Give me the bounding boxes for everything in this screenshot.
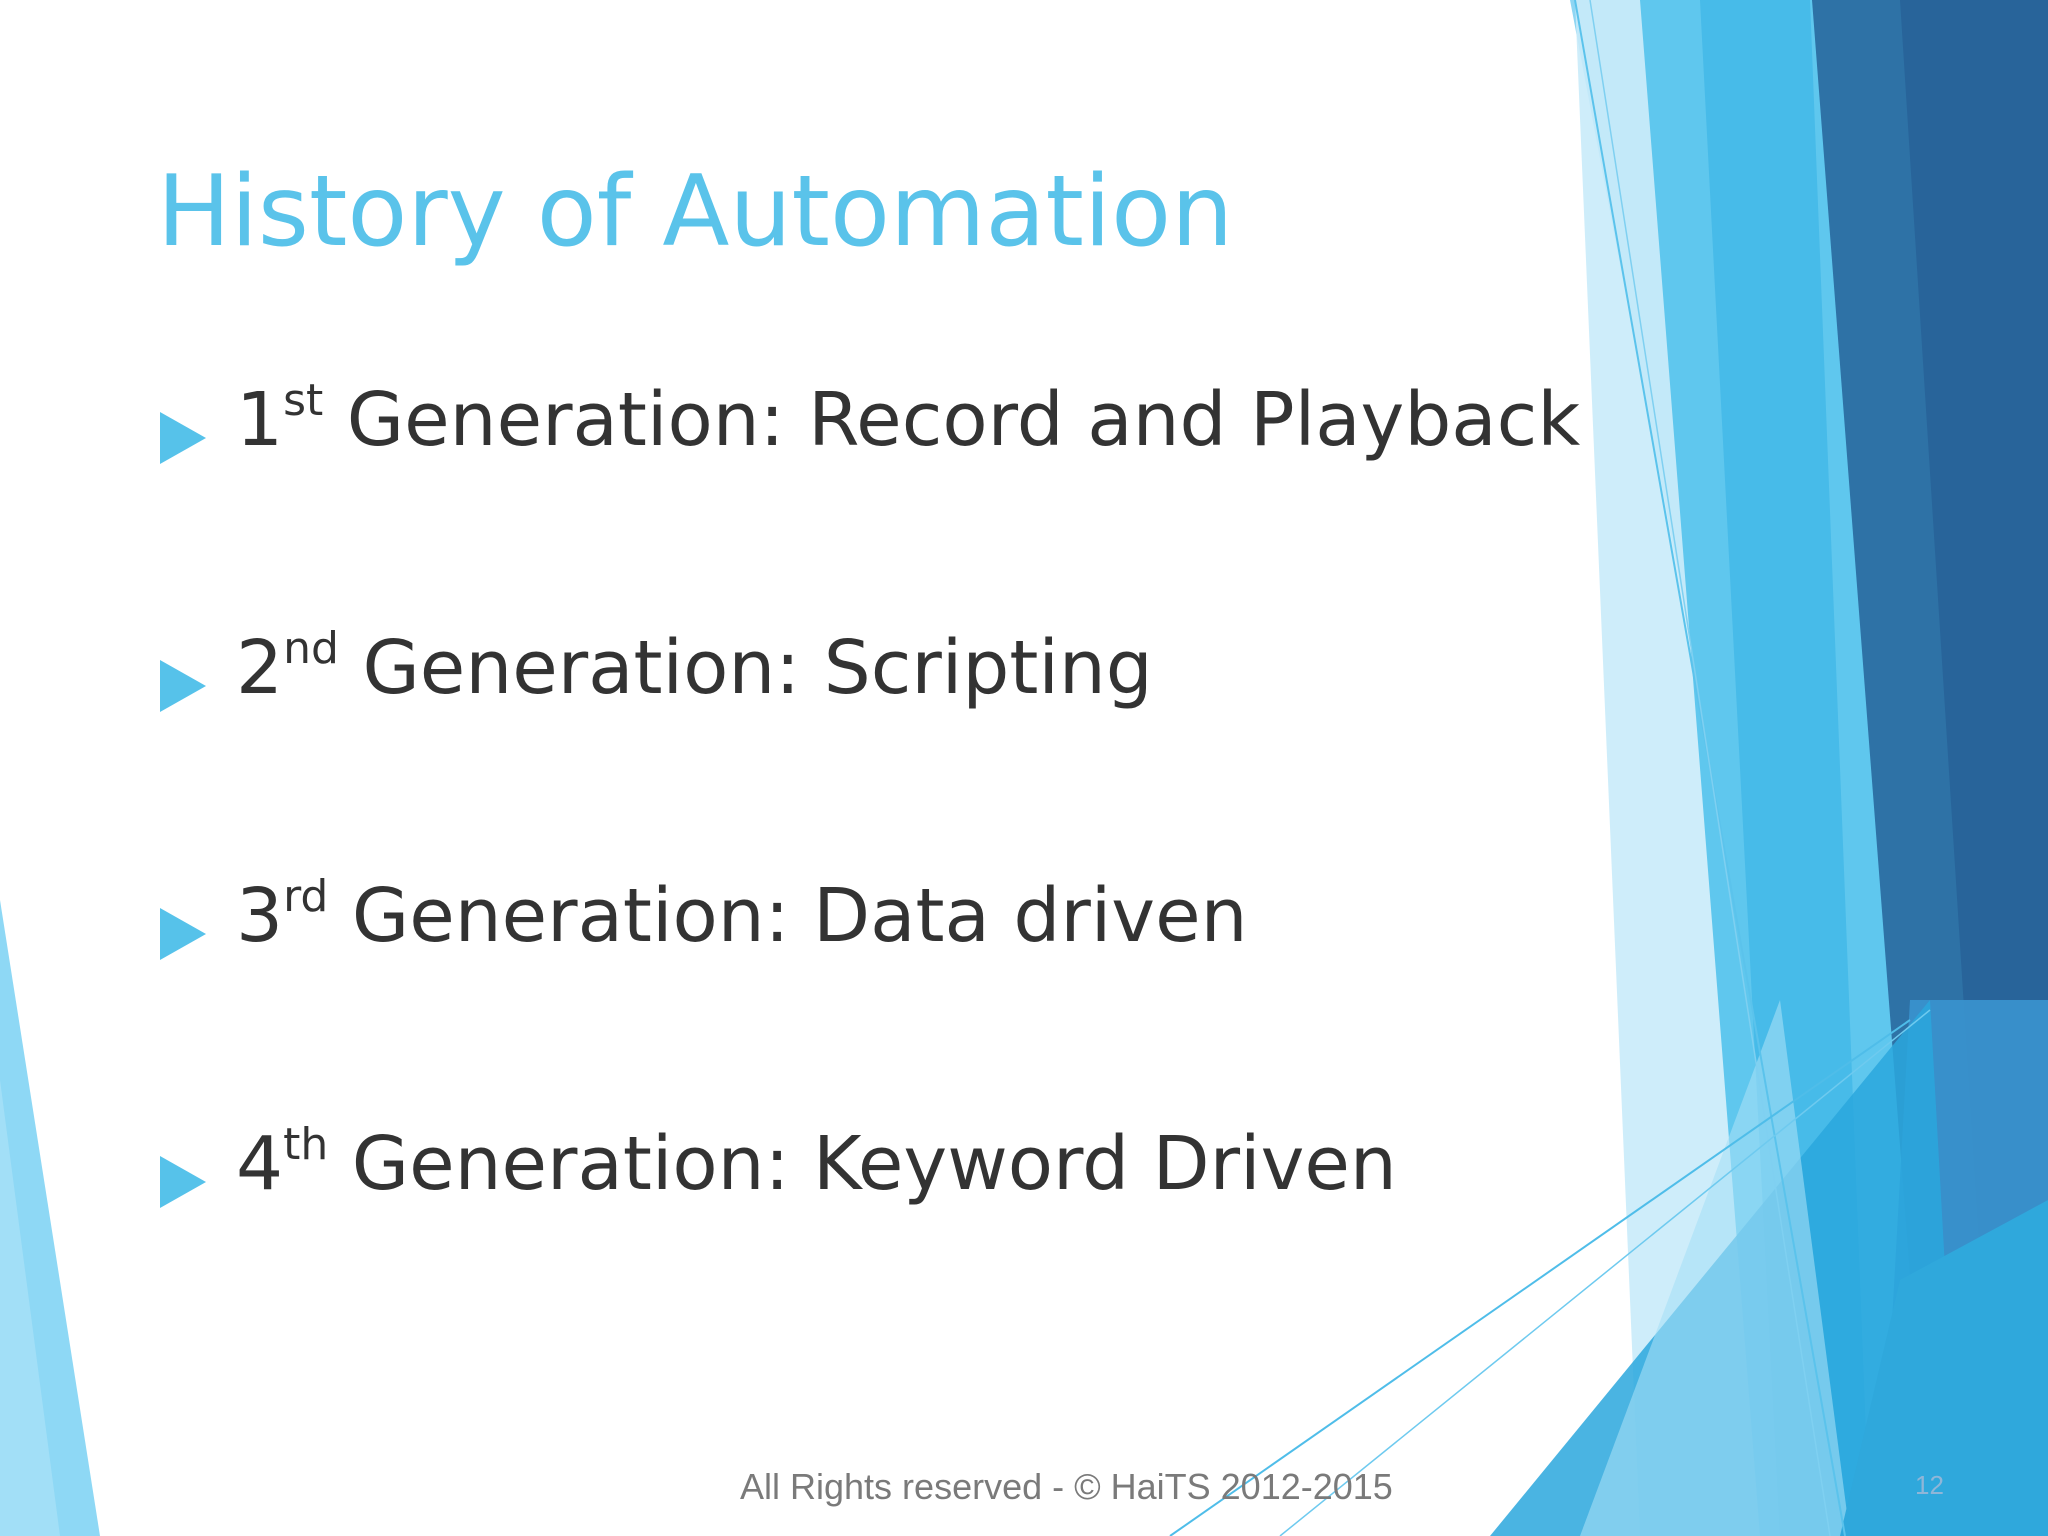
- generation-number: 1: [236, 377, 284, 463]
- bullet-text: 1st Generation: Record and Playback: [236, 370, 1580, 470]
- generation-number: 3: [236, 873, 284, 959]
- triangle-right-icon: [160, 1156, 206, 1208]
- bullet-list: 1st Generation: Record and Playback 2nd …: [160, 370, 1580, 1362]
- lower-pale-facet: [1580, 1000, 1850, 1536]
- ordinal-suffix: rd: [283, 871, 329, 922]
- thin-line-2: [1589, 0, 1831, 1536]
- generation-label: Generation: Scripting: [338, 625, 1153, 711]
- generation-number: 4: [236, 1121, 284, 1207]
- ordinal-suffix: nd: [283, 623, 339, 674]
- generation-number: 2: [236, 625, 284, 711]
- triangle-right-icon: [160, 412, 206, 464]
- slide-title: History of Automation: [157, 155, 1234, 269]
- page-number: 12: [1915, 1470, 1944, 1500]
- triangle-right-icon: [160, 908, 206, 960]
- ordinal-suffix: th: [283, 1119, 329, 1170]
- right-darker-overlay: [1900, 0, 2048, 1260]
- bullet-item: 1st Generation: Record and Playback: [160, 370, 1580, 618]
- bullet-item: 2nd Generation: Scripting: [160, 618, 1580, 866]
- triangle-right-icon: [160, 660, 206, 712]
- ordinal-suffix: st: [283, 375, 324, 426]
- bullet-item: 4th Generation: Keyword Driven: [160, 1114, 1580, 1362]
- thin-line-4: [1279, 1009, 1931, 1536]
- footer-copyright: All Rights reserved - © HaiTS 2012-2015: [740, 1466, 1393, 1507]
- bullet-text: 2nd Generation: Scripting: [236, 618, 1153, 718]
- generation-label: Generation: Record and Playback: [323, 377, 1581, 463]
- bullet-text: 4th Generation: Keyword Driven: [236, 1114, 1397, 1214]
- bullet-item: 3rd Generation: Data driven: [160, 866, 1580, 1114]
- bottom-right-cyan: [1840, 1200, 2048, 1536]
- thin-line-3: [1169, 1019, 1911, 1536]
- generation-label: Generation: Data driven: [328, 873, 1248, 959]
- left-accent-shade: [0, 1080, 60, 1536]
- bullet-text: 3rd Generation: Data driven: [236, 866, 1248, 966]
- generation-label: Generation: Keyword Driven: [328, 1121, 1397, 1207]
